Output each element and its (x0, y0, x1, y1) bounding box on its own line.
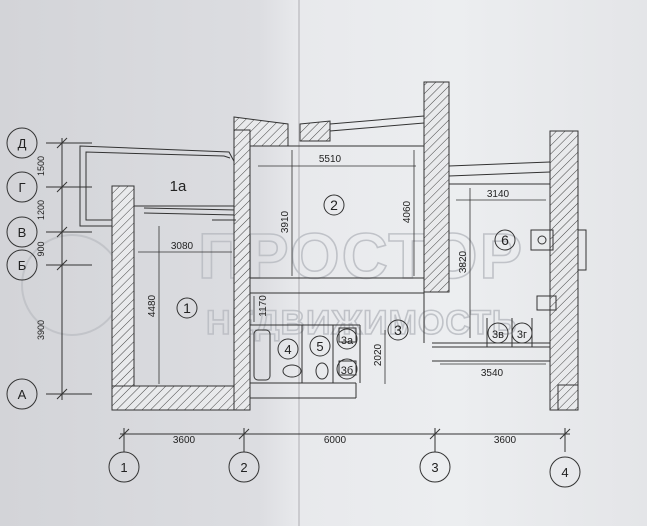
room-markers (176, 194, 533, 380)
grid-axes-left (6, 127, 92, 410)
dim-3820: 3820 (458, 250, 469, 273)
axis-label-g: Г (18, 180, 25, 195)
sink-icon (282, 364, 302, 378)
axis-number-2: 2 (240, 460, 247, 475)
axis-number-4: 4 (561, 465, 568, 480)
dim-3140: 3140 (487, 189, 510, 200)
room-3g-label: 3г (517, 329, 527, 341)
dim-bottom-3600-right: 3600 (494, 435, 517, 446)
axis-number-1: 1 (120, 460, 127, 475)
grid-axes-bottom (108, 428, 581, 488)
dim-1200: 1200 (36, 200, 46, 220)
room-3a-label: 3а (341, 335, 354, 347)
bathtub-icon (253, 329, 271, 381)
paper-fold (298, 0, 300, 526)
dim-3900: 3900 (36, 320, 46, 340)
room-dim-lines (138, 150, 546, 384)
dim-900: 900 (36, 241, 46, 256)
dim-1500: 1500 (36, 156, 46, 176)
stove-icon (530, 229, 554, 251)
dim-4480: 4480 (147, 294, 158, 317)
room-3v-label: 3в (492, 329, 504, 341)
axis-label-d: Д (18, 136, 27, 151)
watermark-line2: НЕДВИЖИМОСТЬ (206, 304, 517, 342)
room-4-label: 4 (284, 342, 291, 357)
dim-5510: 5510 (319, 154, 342, 165)
dim-bottom-6000: 6000 (324, 435, 347, 446)
dim-bottom-3600-left: 3600 (173, 435, 196, 446)
dim-3080: 3080 (171, 241, 194, 252)
room-3-label: 3 (394, 322, 402, 338)
dim-4060: 4060 (402, 200, 413, 223)
axis-label-b: Б (18, 258, 27, 273)
kitchen-sink-icon (536, 295, 557, 311)
room-3b-label: 3б (341, 365, 353, 377)
axis-label-v: В (18, 225, 27, 240)
room-6-label: 6 (501, 232, 509, 248)
balcony-outline (79, 145, 237, 227)
partitions (133, 115, 587, 399)
room-1-label: 1 (183, 300, 191, 316)
toilet-icon (315, 362, 329, 380)
axis-number-3: 3 (431, 460, 438, 475)
room-1a-label: 1а (170, 178, 187, 195)
watermark-line1: ПРОСТОР (198, 220, 524, 292)
dim-1170: 1170 (258, 295, 269, 317)
room-5-label: 5 (316, 339, 323, 354)
dim-3910: 3910 (280, 210, 291, 233)
axis-label-a: А (18, 387, 27, 402)
room-2-label: 2 (330, 197, 338, 213)
dim-3540: 3540 (481, 368, 504, 379)
dim-2020: 2020 (373, 343, 384, 366)
washbasin-2-icon (338, 360, 357, 376)
walls (111, 81, 579, 411)
